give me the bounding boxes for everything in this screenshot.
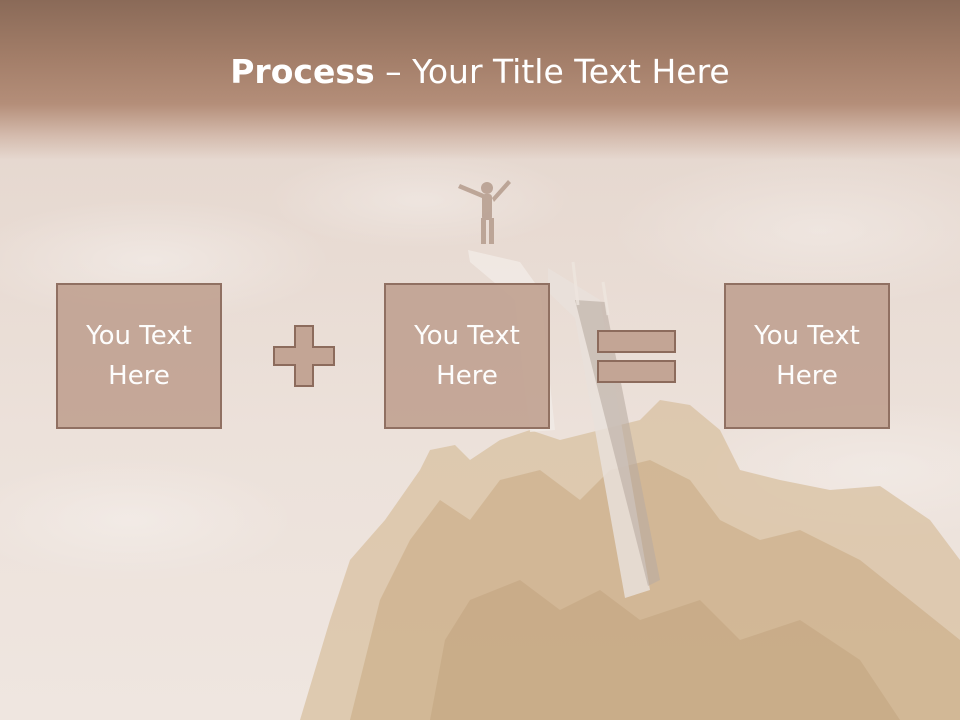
process-box-1[interactable]: You Text Here — [56, 283, 222, 429]
process-box-1-text: You Text Here — [86, 321, 192, 391]
header-band — [0, 0, 960, 160]
title-rest: – Your Title Text Here — [374, 52, 730, 91]
plus-icon — [273, 325, 335, 387]
process-box-2-text: You Text Here — [414, 321, 520, 391]
equals-icon — [597, 330, 676, 383]
title-bold: Process — [230, 52, 375, 91]
process-box-3[interactable]: You Text Here — [724, 283, 890, 429]
slide-title: Process – Your Title Text Here — [0, 52, 960, 91]
process-box-2[interactable]: You Text Here — [384, 283, 550, 429]
process-box-3-text: You Text Here — [754, 321, 860, 391]
